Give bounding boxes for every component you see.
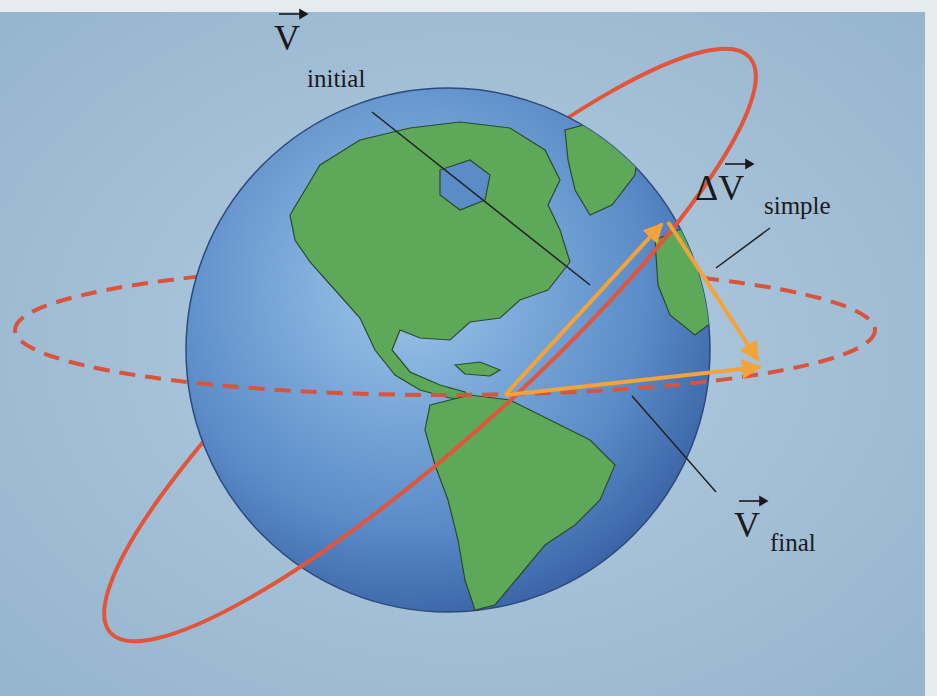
vector-arrow [746,160,753,168]
earth-globe [186,88,710,612]
page-border [925,0,937,696]
leader-line [716,228,770,268]
initial-velocity-vector [505,224,662,395]
inclined-orbit-back [47,0,750,633]
greenland [565,118,640,215]
south-america [425,395,615,610]
continents [290,118,715,610]
vector-subscript: initial [307,66,365,91]
page-border [0,0,937,12]
vector-subscript: simple [764,193,831,218]
leader-line [632,396,716,492]
north-america [290,122,570,400]
final-velocity-vector [505,367,760,395]
leader-line [372,112,590,285]
vector-arrow [739,500,760,502]
vector-subscript: final [770,530,816,555]
vector-symbol: ΔV [695,170,744,206]
vector-symbol: V [734,507,760,543]
vector-symbol: V [274,20,300,56]
vector-arrow [279,13,300,15]
vector-arrow [725,163,746,165]
caribbean-islands [455,362,500,376]
delta-v-vector [668,222,758,360]
inclined-orbit-front [110,57,813,696]
vector-arrow [300,10,307,18]
vector-arrow [760,497,767,505]
